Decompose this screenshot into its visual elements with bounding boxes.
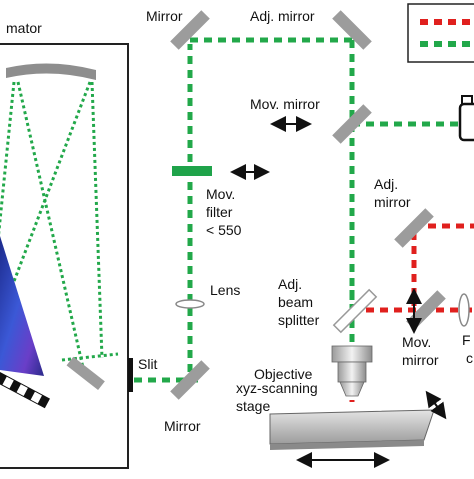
objective-tip xyxy=(339,381,365,397)
grating-stripes xyxy=(0,371,50,409)
motion-arrows xyxy=(230,116,447,468)
mov-filter-label-2: filter xyxy=(206,204,233,220)
objective-top xyxy=(331,345,373,363)
detector-icon xyxy=(458,102,474,142)
right-cut-label-1: F xyxy=(462,332,471,348)
mirror-top-left xyxy=(170,10,210,50)
mov-filter-label-1: Mov. xyxy=(206,186,236,202)
xyz-stage xyxy=(269,409,435,445)
adj-mirror-right-label-2: mirror xyxy=(374,194,411,210)
detector-top xyxy=(461,95,473,105)
mirror-bottom xyxy=(170,360,210,400)
adj-mirror-top-label: Adj. mirror xyxy=(250,8,315,24)
adj-beam-label-2: beam xyxy=(278,294,314,310)
lens-left xyxy=(175,299,205,309)
lens-right xyxy=(458,293,470,327)
movable-filter xyxy=(172,166,212,176)
slit xyxy=(128,358,133,392)
mono-exit-mirror xyxy=(66,356,105,391)
objective-label: Objective xyxy=(254,366,313,382)
monochromator-rays xyxy=(0,81,119,373)
diffraction-grating xyxy=(0,236,44,376)
xyz-stage-label-2: stage xyxy=(236,398,271,414)
monochromator-housing xyxy=(0,43,129,469)
monochromator-label: mator xyxy=(6,20,42,36)
green-beam xyxy=(134,37,462,383)
mirror-bottom-label: Mirror xyxy=(164,418,201,434)
mov-mirror-top-label: Mov. mirror xyxy=(250,96,320,112)
adj-beam-label-3: splitter xyxy=(278,312,320,328)
adj-mirror-top xyxy=(332,10,372,50)
adj-mirror-right xyxy=(394,208,434,248)
xyz-stage-label-1: xyz-scanning xyxy=(236,380,318,396)
adj-beam-label-1: Adj. xyxy=(278,276,303,292)
xyz-stage-front xyxy=(270,440,424,450)
mov-mirror-bottom-label-1: Mov. xyxy=(402,334,432,350)
adj-mirror-right-label-1: Adj. xyxy=(374,176,399,192)
mov-filter-label-3: < 550 xyxy=(206,222,242,238)
adj-beam-splitter xyxy=(332,288,378,334)
curved-mirror xyxy=(6,63,96,80)
mov-mirror-top xyxy=(332,104,372,144)
legend-box xyxy=(407,3,474,63)
objective-body xyxy=(337,361,367,383)
mov-mirror-bottom-label-2: mirror xyxy=(402,352,439,368)
slit-label: Slit xyxy=(138,356,158,372)
mirror-top-label: Mirror xyxy=(146,8,183,24)
lens-label: Lens xyxy=(210,282,241,298)
right-cut-label-2: c xyxy=(466,350,473,366)
